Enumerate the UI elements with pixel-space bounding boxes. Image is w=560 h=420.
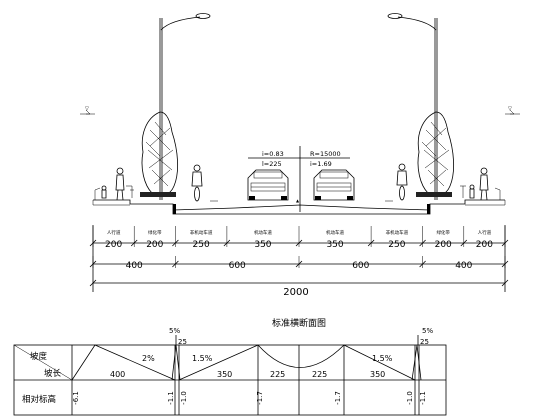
svg-text:▲: ▲ bbox=[296, 198, 300, 203]
width-value-1: 200 bbox=[105, 240, 122, 250]
length-value-2: 350 bbox=[217, 370, 232, 379]
group-width-value-3: 600 bbox=[352, 261, 369, 271]
top-slope-right: 5% bbox=[422, 327, 433, 335]
total-width-text: 2000 bbox=[283, 287, 308, 298]
street-light-right bbox=[387, 13, 438, 200]
width-value-3: 250 bbox=[193, 240, 210, 250]
right-crossfall-text: i=1.69 bbox=[310, 160, 332, 168]
pedestrian-right bbox=[460, 167, 489, 201]
cyclist-right bbox=[396, 163, 408, 201]
length-row-label: 坡长 bbox=[44, 368, 62, 379]
slope-row-label: 坡度 bbox=[30, 351, 48, 362]
lane-label-6: 非机动车道 bbox=[386, 229, 409, 236]
lane-label-1: 人行道 bbox=[107, 229, 121, 236]
group-width-value-1: 400 bbox=[126, 261, 143, 271]
elevation-value-4: -1.7 bbox=[256, 391, 264, 405]
lane-label-4: 机动车道 bbox=[254, 229, 272, 236]
car-right bbox=[313, 169, 355, 201]
dim-slash-row1-4 bbox=[295, 239, 303, 247]
lane-labels: 人行道 绿化带 非机动车道 机动车道 机动车道 非机动车道 绿化带 人行道 bbox=[107, 229, 492, 236]
svg-text:▽: ▽ bbox=[85, 106, 89, 112]
elevation-row-label: 相对标高 bbox=[22, 394, 56, 405]
dim-slash-total-0 bbox=[89, 279, 97, 287]
dim-slash-total-1 bbox=[501, 279, 509, 287]
elevation-value-1: -6.1 bbox=[72, 391, 80, 405]
length-value-1: 400 bbox=[110, 370, 125, 379]
dim-slash-row1-0 bbox=[89, 239, 97, 247]
dim-slash-row2-2 bbox=[295, 260, 303, 268]
top-slope-left: 5% bbox=[169, 327, 180, 335]
car-left bbox=[247, 169, 289, 201]
left-crossfall-text: i=0.83 bbox=[262, 150, 284, 158]
dimension-lines bbox=[89, 225, 509, 292]
top-length-left: 25 bbox=[178, 338, 187, 346]
crossfall-annotation: i=0.83 l=225 R=15000 i=1.69 bbox=[248, 146, 350, 212]
tree-right bbox=[416, 111, 454, 197]
street-light-left bbox=[159, 13, 211, 200]
dim-slash-row1-2 bbox=[172, 239, 179, 247]
slope-value-2: 1.5% bbox=[192, 354, 213, 363]
lane-label-5: 机动车道 bbox=[326, 229, 344, 236]
left-width-text: l=225 bbox=[262, 160, 282, 168]
dim-slash-row2-3 bbox=[419, 260, 426, 268]
slope-value-3: 1.5% bbox=[372, 354, 393, 363]
group-width-value-4: 400 bbox=[455, 261, 472, 271]
dim-slash-row1-3 bbox=[223, 239, 231, 247]
dim-slash-row1-7 bbox=[460, 239, 468, 247]
lane-label-2: 绿化带 bbox=[148, 229, 162, 236]
group-width-value-2: 600 bbox=[229, 261, 246, 271]
level-marker-left: ▽ bbox=[80, 106, 95, 115]
width-value-7: 200 bbox=[435, 240, 452, 250]
elevation-value-7: -1.1 bbox=[419, 391, 427, 405]
pedestrian-left bbox=[101, 167, 134, 201]
width-value-6: 250 bbox=[388, 240, 405, 250]
cyclist-left bbox=[191, 164, 203, 202]
width-value-5: 350 bbox=[326, 240, 343, 250]
elevation-value-5: -1.7 bbox=[334, 391, 342, 405]
width-value-4: 350 bbox=[254, 240, 271, 250]
dim-slash-row1-5 bbox=[367, 239, 375, 247]
elevation-value-3: -1.0 bbox=[180, 391, 188, 405]
elevation-value-6: -1.0 bbox=[406, 391, 414, 405]
width-value-2: 200 bbox=[146, 240, 163, 250]
dim-slash-row2-0 bbox=[89, 260, 97, 268]
dim-slash-row1-1 bbox=[130, 239, 138, 247]
width-row-2: 400 600 600 400 bbox=[126, 261, 473, 271]
dim-slash-row2-4 bbox=[501, 260, 509, 268]
svg-text:▽: ▽ bbox=[508, 106, 512, 112]
length-value-3: 225 bbox=[270, 370, 285, 379]
level-marker-right: ▽ bbox=[505, 106, 520, 115]
top-length-right: 25 bbox=[420, 338, 429, 346]
length-value-4: 225 bbox=[312, 370, 327, 379]
tree-left bbox=[140, 111, 178, 197]
lane-label-8: 人行道 bbox=[478, 229, 492, 236]
lane-label-3: 非机动车道 bbox=[190, 229, 213, 236]
width-row-1: 200 200 250 350 350 250 200 200 bbox=[105, 240, 493, 250]
width-value-8: 200 bbox=[476, 240, 493, 250]
slope-value-1: 2% bbox=[142, 354, 155, 363]
dim-slash-row1-8 bbox=[501, 239, 509, 247]
dim-slash-row2-1 bbox=[172, 260, 179, 268]
road-profile: ▲ bbox=[92, 187, 506, 215]
length-value-5: 350 bbox=[370, 370, 385, 379]
slope-table: 坡度 坡长 相对标高 5% 25 5% 25 2% 1.5% 1.5% 400 … bbox=[13, 327, 447, 416]
section-title: 标准横断面图 bbox=[272, 317, 326, 329]
elevation-value-2: -1.1 bbox=[167, 391, 175, 405]
dim-slash-row1-6 bbox=[419, 239, 426, 247]
lane-label-7: 绿化带 bbox=[436, 229, 450, 236]
right-radius-text: R=15000 bbox=[310, 150, 341, 158]
